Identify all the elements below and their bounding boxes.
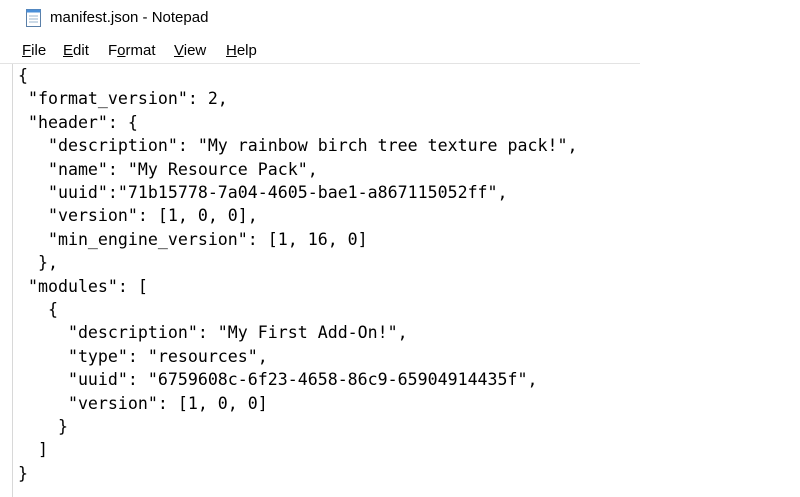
editor-line: "header": { xyxy=(18,112,138,132)
menu-view[interactable]: View xyxy=(174,42,206,60)
menu-separator xyxy=(0,63,640,64)
editor-left-border xyxy=(12,64,13,497)
editor-line: ] xyxy=(18,440,48,460)
menu-edit[interactable]: Edit xyxy=(63,42,89,60)
editor-line: } xyxy=(18,463,28,483)
menu-view-accel: V xyxy=(174,42,184,59)
text-editor[interactable]: { "format_version": 2, "header": { "desc… xyxy=(18,64,798,494)
notepad-icon xyxy=(26,9,41,27)
menu-format-accel: o xyxy=(117,42,126,59)
menu-view-rest: iew xyxy=(183,42,207,59)
editor-line: { xyxy=(18,300,58,319)
editor-line: "modules": [ xyxy=(18,276,148,296)
menu-file-rest: ile xyxy=(31,42,47,59)
editor-line: "description": "My First Add-On!", xyxy=(18,323,408,343)
editor-line: "uuid": "6759608c-6f23-4658-86c9-6590491… xyxy=(18,370,538,390)
menu-format-pre: F xyxy=(108,42,118,59)
editor-line: "name": "My Resource Pack", xyxy=(18,159,318,179)
menu-edit-accel: E xyxy=(63,42,74,59)
editor-line: "min_engine_version": [1, 16, 0] xyxy=(18,229,368,249)
editor-line: "format_version": 2, xyxy=(18,89,228,109)
window-title: manifest.json - Notepad xyxy=(50,9,209,26)
editor-line: "version": [1, 0, 0] xyxy=(18,393,268,413)
title-bar[interactable]: manifest.json - Notepad xyxy=(0,0,800,36)
editor-line: "uuid":"71b15778-7a04-4605-bae1-a8671150… xyxy=(18,183,508,202)
menu-help-rest: elp xyxy=(236,42,257,59)
editor-line: "description": "My rainbow birch tree te… xyxy=(18,136,578,156)
editor-line: "type": "resources", xyxy=(18,346,268,366)
editor-line: }, xyxy=(18,253,58,273)
editor-line: } xyxy=(18,417,68,436)
menu-file-accel: F xyxy=(22,42,32,59)
menu-help-accel: H xyxy=(226,42,237,59)
menu-edit-rest: dit xyxy=(73,42,89,59)
editor-line: { xyxy=(18,66,28,85)
menu-format[interactable]: Format xyxy=(108,42,156,60)
menu-help[interactable]: Help xyxy=(226,42,257,60)
menu-format-rest: rmat xyxy=(125,42,156,59)
menu-bar: File Edit Format View Help xyxy=(0,39,800,63)
editor-line: "version": [1, 0, 0], xyxy=(18,206,258,226)
menu-file[interactable]: File xyxy=(22,42,46,60)
